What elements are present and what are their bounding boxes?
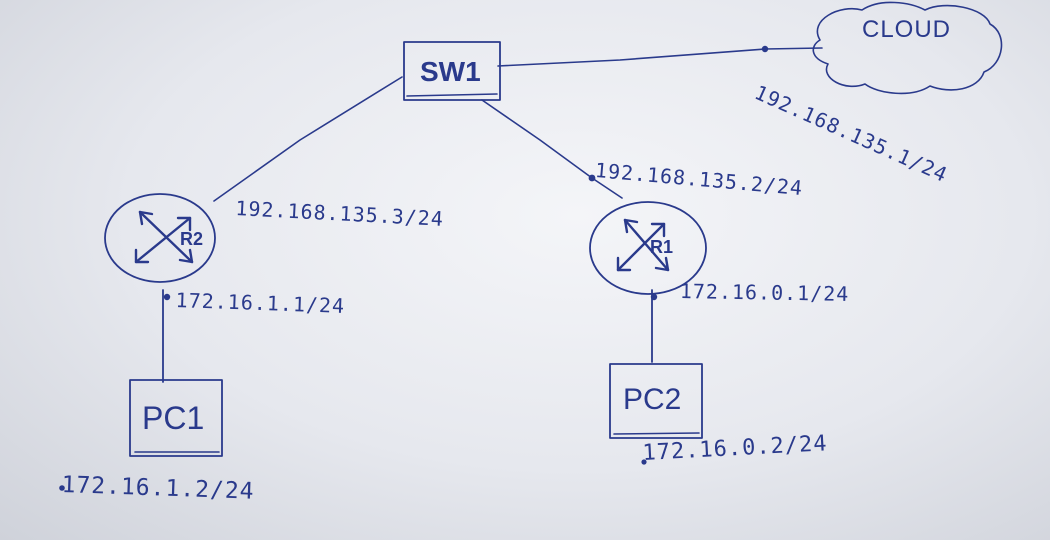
pc2-label: PC2 <box>623 383 682 416</box>
link-sw1-r2 <box>213 76 403 202</box>
sw1-box <box>403 41 501 101</box>
pc2-box <box>609 363 703 439</box>
sw1-box-shadow <box>406 93 498 97</box>
iface-dot-r1-lan <box>650 293 658 301</box>
r1-router-circle <box>589 201 707 295</box>
ip-r1-lan: 172.16.0.1/24 <box>679 279 850 306</box>
r1-label: R1 <box>650 237 674 257</box>
r1-router-arrows <box>616 218 670 272</box>
r2-label: R2 <box>180 229 204 249</box>
cloud-label: CLOUD <box>862 16 952 43</box>
iface-dot-pc2 <box>641 459 647 465</box>
link-sw1-r1 <box>481 99 623 199</box>
pc1-label: PC1 <box>142 400 205 436</box>
cloud-shape <box>812 1 1003 95</box>
pc2-box-shadow <box>613 432 700 435</box>
ip-r2-lan: 172.16.1.1/24 <box>175 288 346 318</box>
iface-dot-pc1 <box>59 485 65 491</box>
pc1-box <box>129 379 223 457</box>
iface-dot-r1-uplink <box>588 174 596 182</box>
link-sw1-cloud <box>497 47 823 67</box>
iface-dot-r2-lan <box>163 293 171 301</box>
r2-router-circle <box>104 193 216 283</box>
r2-router-arrows <box>134 210 194 264</box>
iface-dot-cloud <box>761 45 769 53</box>
sw1-label: SW1 <box>420 56 481 87</box>
